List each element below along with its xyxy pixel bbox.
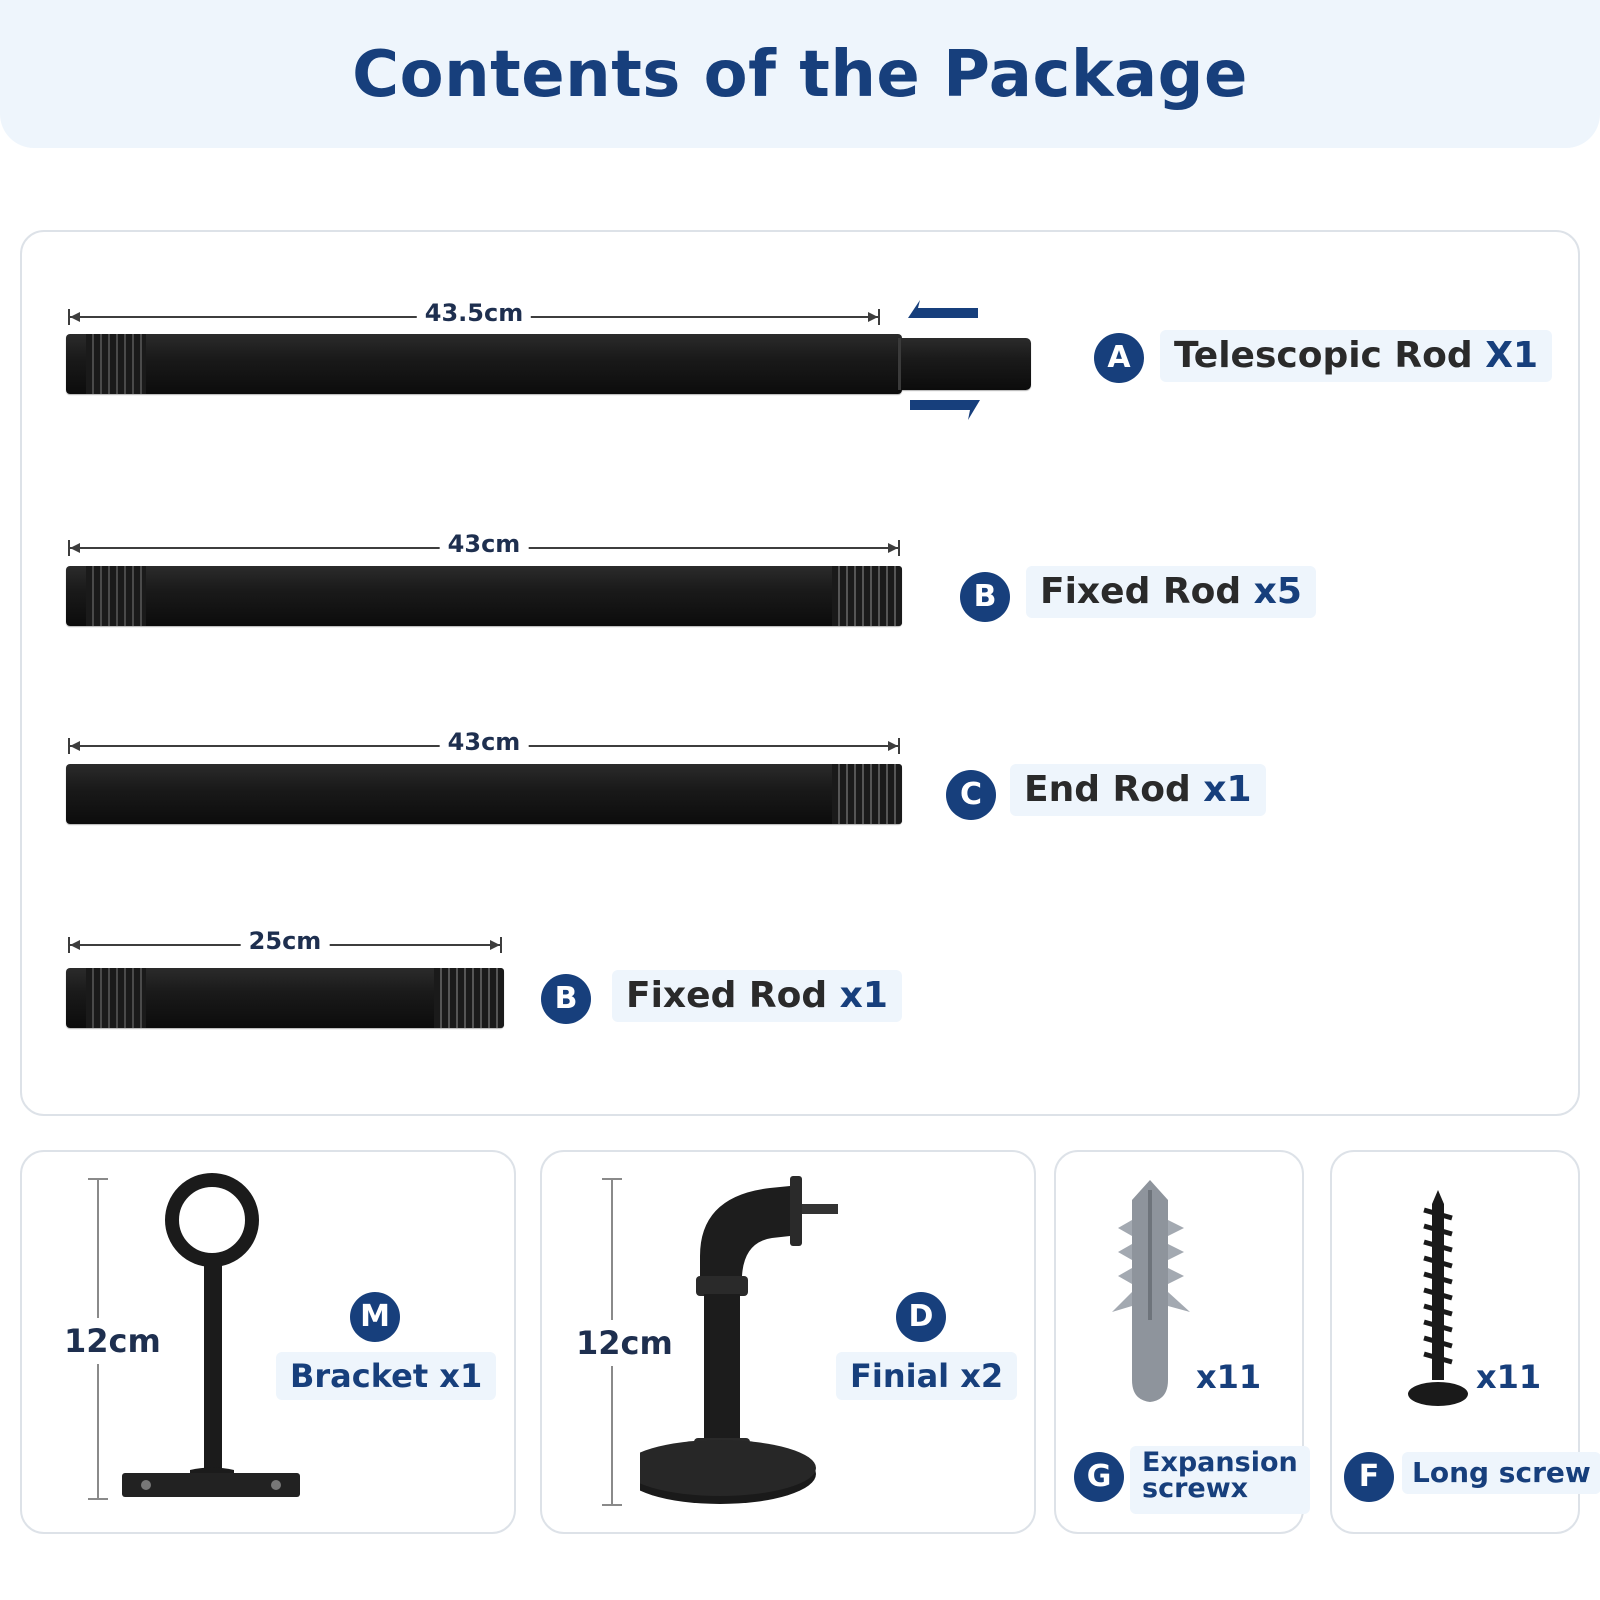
bracket-panel [20, 1150, 516, 1534]
badge-b-short: B [541, 974, 591, 1024]
label-finial: Finial x2 [836, 1352, 1018, 1400]
telescopic-arrows-icon [908, 300, 980, 420]
expansion-screw-qty: x11 [1196, 1358, 1262, 1396]
dimension-rod-a: 43.5cm [68, 299, 880, 327]
dimension-rod-b: 43cm [68, 530, 900, 558]
telescopic-rod-image [66, 334, 902, 394]
badge-f: F [1344, 1452, 1394, 1502]
bracket-dimension: 12cm [64, 1318, 161, 1364]
badge-b: B [960, 572, 1010, 622]
label-end-rod: End Rod x1 [1010, 764, 1266, 816]
page-title: Contents of the Package [352, 38, 1248, 112]
end-rod-image [66, 764, 902, 824]
dimension-rod-short: 25cm [68, 927, 502, 955]
badge-c: C [946, 770, 996, 820]
bracket-icon [122, 1173, 300, 1497]
label-long-screw: Long screw [1402, 1452, 1600, 1494]
long-screw-qty: x11 [1476, 1358, 1542, 1396]
header-banner: Contents of the Package [0, 0, 1600, 148]
badge-d: D [896, 1292, 946, 1342]
badge-m: M [350, 1292, 400, 1342]
label-fixed-rod-x5: Fixed Rod x5 [1026, 566, 1316, 618]
badge-g: G [1074, 1452, 1124, 1502]
label-telescopic-rod: Telescopic Rod X1 [1160, 330, 1552, 382]
telescopic-rod-inner-tube [898, 338, 1031, 390]
label-expansion-screw: Expansion screwx [1130, 1446, 1310, 1514]
label-bracket: Bracket x1 [276, 1352, 497, 1400]
finial-icon [640, 1176, 838, 1504]
short-fixed-rod-image [66, 968, 504, 1028]
label-fixed-rod-x1: Fixed Rod x1 [612, 970, 902, 1022]
fixed-rod-image [66, 566, 902, 626]
dimension-rod-c: 43cm [68, 728, 900, 756]
long-screw-icon [1408, 1190, 1468, 1406]
expansion-anchor-icon [1112, 1180, 1190, 1402]
badge-a: A [1094, 333, 1144, 383]
finial-dimension: 12cm [576, 1320, 673, 1366]
